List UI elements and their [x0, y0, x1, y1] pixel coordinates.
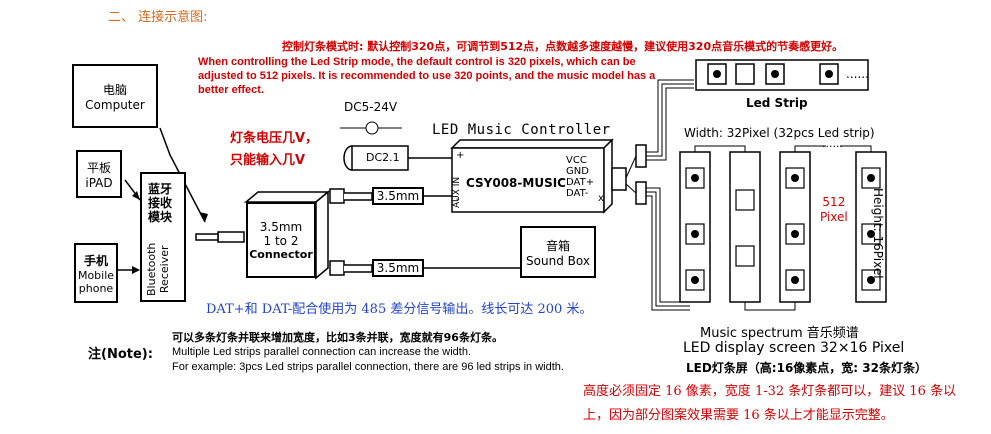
vertical-strips — [679, 151, 887, 303]
connector-line3: Connector — [249, 247, 313, 261]
ipad-en: iPAD — [85, 175, 113, 190]
pin-gnd: GND — [566, 166, 589, 177]
strip-ellipsis: ...... — [822, 137, 843, 150]
phone-arrow-head — [132, 266, 140, 274]
pixel-512-label: 512 Pixel — [820, 195, 848, 225]
connector-line2: 1 to 2 — [263, 233, 299, 248]
output-connector — [611, 144, 647, 205]
music-spectrum-line2: LED display screen 32×16 Pixel — [683, 340, 905, 356]
voltage-note-line2: 只能输入几V — [230, 153, 306, 168]
dc-plug — [343, 145, 452, 171]
connector-line1: 3.5mm — [259, 219, 303, 234]
phone-en1: Mobile — [77, 268, 115, 282]
voltage-note: 灯条电压几V， 只能输入几V — [230, 128, 318, 172]
note-zh: 可以多条灯条并联来增加宽度，比如3条并联，宽度就有96条灯条。 — [172, 331, 503, 344]
note-en1: Multiple Led strips parallel connection … — [172, 346, 471, 358]
controller-pins: VCC GND DAT+ DAT- — [566, 155, 594, 199]
sound-box: 音箱 Sound Box — [520, 226, 596, 278]
connector-box: 3.5mm 1 to 2 Connector — [246, 202, 316, 278]
plug-left — [195, 231, 245, 243]
music-spectrum-line3: LED灯条屏（高:16像素点，宽: 32条灯条） — [686, 361, 927, 375]
phone-box: 手机 Mobile phone — [74, 243, 118, 303]
section-title: 二、 连接示意图: — [108, 10, 208, 25]
controller-box — [450, 138, 614, 214]
controller-title: LED Music Controller — [432, 122, 611, 138]
bluetooth-zh2: 接收 — [148, 196, 173, 210]
bluetooth-zh3: 模块 — [148, 210, 173, 224]
dat-minus-x-mark: x — [598, 193, 604, 204]
sound-box-en: Sound Box — [526, 253, 590, 268]
led-mode-note-en: When controlling the Led Strip mode, the… — [198, 56, 656, 96]
dat-signal-note: DAT+和 DAT-配合使用为 485 差分信号输出。线长可达 200 米。 — [206, 302, 593, 317]
music-spectrum-line1: Music spectrum 音乐频谱 — [700, 326, 859, 341]
sound-box-zh: 音箱 — [545, 238, 570, 253]
controller-minus: - — [456, 194, 460, 205]
cable2-box: 3.5mm — [372, 259, 424, 277]
output-wires — [625, 79, 694, 311]
controller-plus: + — [456, 150, 465, 161]
controller-model: CSY008-MUSIC — [466, 176, 566, 190]
computer-box: 电脑 Computer — [72, 64, 158, 128]
dc-plug-label: DC2.1 — [366, 151, 400, 164]
computer-zh: 电脑 — [102, 82, 127, 97]
led-mode-note-zh: 控制灯条模式时: 默认控制320点，可调节到512点，点数越多速度越慢，建议使用… — [282, 40, 844, 53]
computer-arrow — [159, 127, 206, 223]
strip-connections — [694, 145, 872, 311]
led-strip-label: Led Strip — [746, 96, 808, 110]
dc-source — [340, 121, 402, 135]
controller-aux: AUX IN — [452, 176, 462, 208]
led-strip-top-dots — [713, 70, 833, 78]
ipad-zh: 平板 — [86, 160, 111, 175]
cable1-label: 3.5mm — [376, 189, 420, 203]
cable1-box: 3.5mm — [372, 187, 424, 205]
note-label: 注(Note): — [88, 347, 153, 362]
pin-dat-minus: DAT- — [566, 188, 589, 199]
bluetooth-receiver-box: 蓝牙 接收 模块 Bluetooth Receiver — [140, 172, 186, 302]
voltage-note-line1: 灯条电压几V， — [230, 131, 319, 146]
cable-lines — [424, 195, 520, 269]
width-label: Width: 32Pixel (32pcs Led strip) — [684, 126, 875, 140]
bluetooth-en1: Bluetooth — [145, 242, 158, 296]
connector-3d — [243, 190, 331, 280]
height-requirement-note: 高度必须固定 16 像素，宽度 1-32 条灯条都可以，建议 16 条以上，因为… — [583, 384, 957, 423]
dc-voltage-label: DC5-24V — [344, 100, 398, 114]
vertical-strip-dots — [691, 174, 875, 284]
note-en2: For example: 3pcs Led strips parallel co… — [172, 361, 564, 373]
bluetooth-en2: Receiver — [158, 245, 171, 294]
phone-en2: phone — [78, 281, 114, 295]
computer-arrow-head — [199, 212, 208, 222]
cable-plugs — [329, 188, 373, 276]
pin-dat-plus: DAT+ — [566, 177, 595, 188]
pixel-512-line1: 512 — [822, 195, 846, 209]
pixel-512-line2: Pixel — [820, 210, 848, 224]
ipad-box: 平板 iPAD — [76, 150, 122, 198]
height-label: Height: 16Pixel — [871, 188, 885, 279]
ipad-arrow-head — [132, 191, 140, 200]
pin-vcc: VCC — [566, 155, 587, 166]
computer-en: Computer — [85, 97, 145, 112]
phone-zh: 手机 — [83, 253, 108, 268]
cable2-label: 3.5mm — [376, 261, 420, 275]
led-strip-top — [695, 59, 869, 91]
bluetooth-zh1: 蓝牙 — [148, 182, 173, 196]
led-strip-top-ellipsis: ...... — [846, 67, 869, 81]
